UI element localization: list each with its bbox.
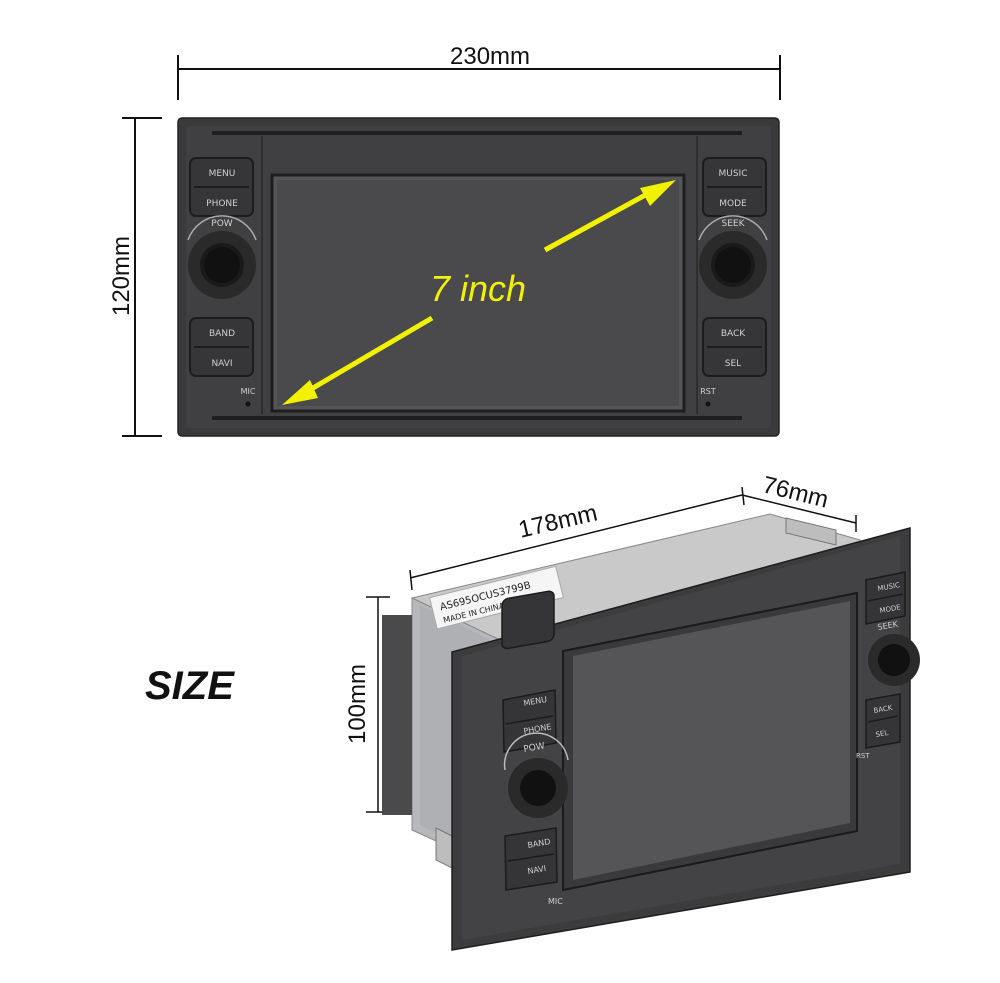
back-label: BACK <box>721 329 746 339</box>
mic-label: MIC <box>241 387 256 396</box>
persp-seek-label: SEEK <box>877 619 899 632</box>
back-sel-button[interactable]: BACK SEL <box>702 317 767 377</box>
perspective-front-panel <box>451 527 911 951</box>
pow-label: POW <box>211 219 233 229</box>
section-label: SIZE <box>145 664 234 708</box>
persp-back-label: BACK <box>873 704 893 715</box>
band-label: BAND <box>209 329 235 339</box>
persp-rst-label: RST <box>856 752 870 760</box>
front-view: MENU PHONE BAND NAVI POW MIC MUSIC MODE … <box>122 55 781 437</box>
sel-label: SEL <box>725 359 741 369</box>
perspective-view: AS695OCUS3799B MADE IN CHINA <box>366 486 911 951</box>
rst-label: RST <box>700 387 716 396</box>
display-screen <box>270 173 686 413</box>
power-volume-knob[interactable]: POW <box>187 215 257 299</box>
height-dimension-line <box>122 117 162 437</box>
persp-music-mode-button[interactable]: MUSIC MODE <box>865 571 906 625</box>
persp-mic-label: MIC <box>548 897 563 906</box>
persp-pow-label: POW <box>523 741 546 755</box>
persp-sel-label: SEL <box>875 729 889 739</box>
band-navi-button[interactable]: BAND NAVI <box>189 317 254 377</box>
persp-back-sel-button[interactable]: BACK SEL <box>865 693 901 749</box>
screen-diagonal-arrow <box>282 180 676 405</box>
navi-label: NAVI <box>211 359 232 369</box>
reset-indicator: RST <box>700 387 716 407</box>
persp-pow-knob[interactable]: POW <box>503 732 569 818</box>
music-label: MUSIC <box>718 169 747 179</box>
mode-label: MODE <box>719 199 747 209</box>
menu-label: MENU <box>209 169 236 179</box>
persp-menu-label: MENU <box>523 695 548 708</box>
persp-band-navi-button[interactable]: BAND NAVI <box>504 827 558 891</box>
width-dimension-line <box>177 55 781 100</box>
back-depth-dimension-line <box>741 494 857 532</box>
menu-phone-button[interactable]: MENU PHONE <box>189 157 254 217</box>
screen-size-label: 7 inch <box>430 268 527 309</box>
width-label: 230mm <box>450 43 531 70</box>
persp-music-label: MUSIC <box>877 581 901 593</box>
persp-navi-label: NAVI <box>527 864 547 876</box>
persp-menu-phone-button[interactable]: MENU PHONE <box>502 689 557 753</box>
persp-band-label: BAND <box>527 837 551 850</box>
seek-label: SEEK <box>722 219 746 229</box>
persp-seek-knob[interactable]: SEEK <box>868 619 920 686</box>
persp-mode-label: MODE <box>879 603 901 615</box>
seek-knob[interactable]: SEEK <box>698 215 768 299</box>
mic-indicator: MIC <box>241 387 256 407</box>
phone-label: PHONE <box>206 199 238 209</box>
